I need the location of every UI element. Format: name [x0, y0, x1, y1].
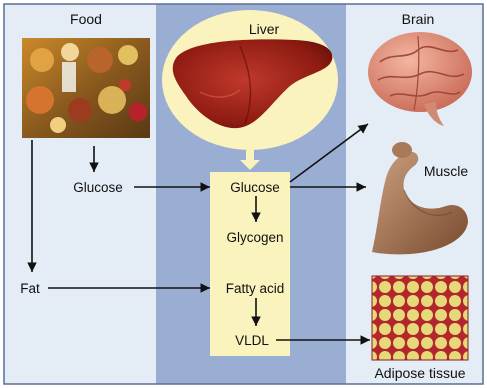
brain-label: Brain — [402, 11, 435, 27]
liver-metabolite-box — [210, 172, 290, 356]
liver-label: Liver — [249, 21, 280, 37]
muscle-label: Muscle — [424, 163, 469, 179]
adipose-label: Adipose tissue — [374, 365, 465, 381]
glucose-liver-label: Glucose — [230, 180, 280, 195]
fatty-acid-label: Fatty acid — [226, 281, 285, 296]
glycogen-label: Glycogen — [226, 230, 283, 245]
fat-label: Fat — [20, 281, 40, 296]
food-photo-icon — [22, 38, 150, 138]
vldl-label: VLDL — [235, 333, 269, 348]
glucose-food-label: Glucose — [73, 180, 123, 195]
adipocytes-icon — [372, 276, 468, 360]
food-label: Food — [70, 11, 102, 27]
